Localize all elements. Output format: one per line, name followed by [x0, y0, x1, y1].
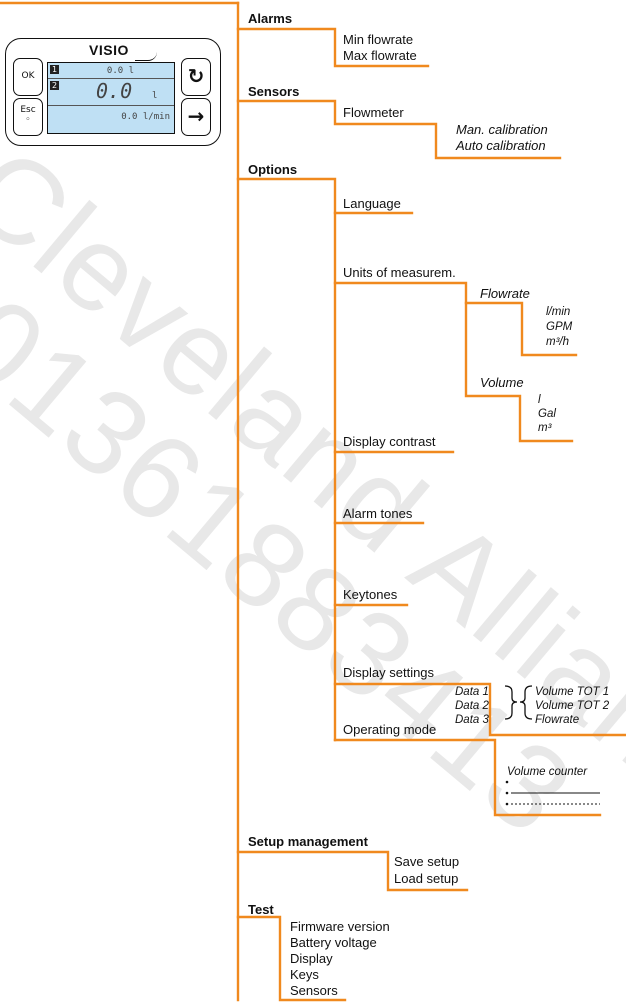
- visio-device: VISIO OK Esc ◦ ↻ → 1 0.0 l 2 0.0 l 0.0 l…: [5, 38, 221, 146]
- menu-min-flowrate: Min flowrate: [343, 32, 414, 47]
- menu-display-settings: Display settings: [343, 665, 435, 680]
- arrow-right-icon: →: [187, 104, 205, 128]
- menu-save-setup: Save setup: [394, 854, 460, 869]
- menu-operating-mode: Operating mode: [343, 722, 437, 737]
- connector-test: [236, 915, 347, 1002]
- unit-gpm: GPM: [546, 321, 573, 333]
- option-flowrate: Flowrate: [535, 714, 580, 726]
- menu-load-setup: Load setup: [394, 871, 459, 886]
- refresh-icon: ↻: [187, 64, 205, 88]
- device-brand: VISIO: [89, 42, 129, 58]
- power-icon: ◦: [25, 115, 31, 125]
- option-bullet-3: [505, 802, 509, 806]
- connector-options: [236, 177, 337, 742]
- unit-m3-h: m³/h: [546, 336, 569, 348]
- menu-auto-calibration: Auto calibration: [456, 138, 546, 153]
- menu-setup-management: Setup management: [248, 834, 368, 849]
- option-bullet-2: [505, 791, 509, 795]
- arrow-key[interactable]: →: [181, 98, 211, 136]
- device-brand-swoosh: [135, 52, 157, 61]
- row-2-index: 2: [50, 81, 59, 90]
- connector-sensors: [236, 99, 562, 160]
- menu-data-3: Data 3: [455, 714, 489, 726]
- screen-separator-1: [48, 78, 174, 79]
- menu-battery-voltage: Battery voltage: [290, 935, 377, 950]
- unit-l-min: l/min: [546, 306, 571, 318]
- menu-display-contrast: Display contrast: [343, 434, 436, 449]
- screen-row-2-value: 0.0: [96, 79, 133, 103]
- option-volume-tot-1: Volume TOT 1: [535, 686, 610, 698]
- option-volume-tot-2: Volume TOT 2: [535, 700, 610, 712]
- refresh-key[interactable]: ↻: [181, 58, 211, 96]
- ok-key[interactable]: OK: [13, 58, 43, 96]
- menu-flowmeter: Flowmeter: [343, 105, 404, 120]
- menu-volume-counter: Volume counter: [507, 766, 588, 778]
- menu-volume: Volume: [480, 375, 524, 390]
- menu-options: Options: [248, 162, 298, 177]
- screen-row-2-unit: l: [152, 91, 158, 101]
- menu-language: Language: [343, 196, 401, 211]
- option-bullet-1: [505, 780, 509, 784]
- row-1-index: 1: [50, 65, 59, 74]
- menu-flowrate: Flowrate: [480, 286, 530, 301]
- menu-max-flowrate: Max flowrate: [343, 48, 417, 63]
- brace-right: [504, 685, 518, 720]
- unit-l: l: [538, 394, 541, 406]
- connector-alarms: [236, 27, 430, 68]
- menu-data-2: Data 2: [455, 700, 489, 712]
- menu-man-calibration: Man. calibration: [456, 122, 548, 137]
- unit-gal: Gal: [538, 408, 556, 420]
- menu-alarm-tones: Alarm tones: [343, 506, 413, 521]
- menu-data-1: Data 1: [455, 686, 489, 698]
- screen-separator-2: [48, 105, 174, 106]
- device-screen: 1 0.0 l 2 0.0 l 0.0 l/min: [47, 62, 175, 134]
- menu-keys: Keys: [290, 967, 319, 982]
- screen-row-1-value: 0.0 l: [106, 66, 134, 76]
- esc-key[interactable]: Esc ◦: [13, 98, 43, 136]
- menu-alarms: Alarms: [248, 11, 293, 26]
- menu-units: Units of measurem.: [343, 265, 456, 280]
- connector-units: [333, 281, 574, 443]
- brace-left: [519, 685, 533, 720]
- connector-flowrate: [464, 301, 578, 357]
- menu-test: Test: [248, 902, 274, 917]
- menu-sensors: Sensors: [248, 84, 300, 99]
- menu-sensors-test: Sensors: [290, 983, 338, 998]
- connector-operating-mode: [333, 738, 602, 817]
- screen-row-3-value: 0.0 l/min: [121, 112, 170, 122]
- menu-firmware-version: Firmware version: [290, 919, 390, 934]
- unit-m3: m³: [538, 422, 552, 434]
- menu-display: Display: [290, 951, 333, 966]
- menu-keytones: Keytones: [343, 587, 398, 602]
- connector-display-settings: [333, 682, 626, 737]
- connector-setup: [236, 850, 469, 892]
